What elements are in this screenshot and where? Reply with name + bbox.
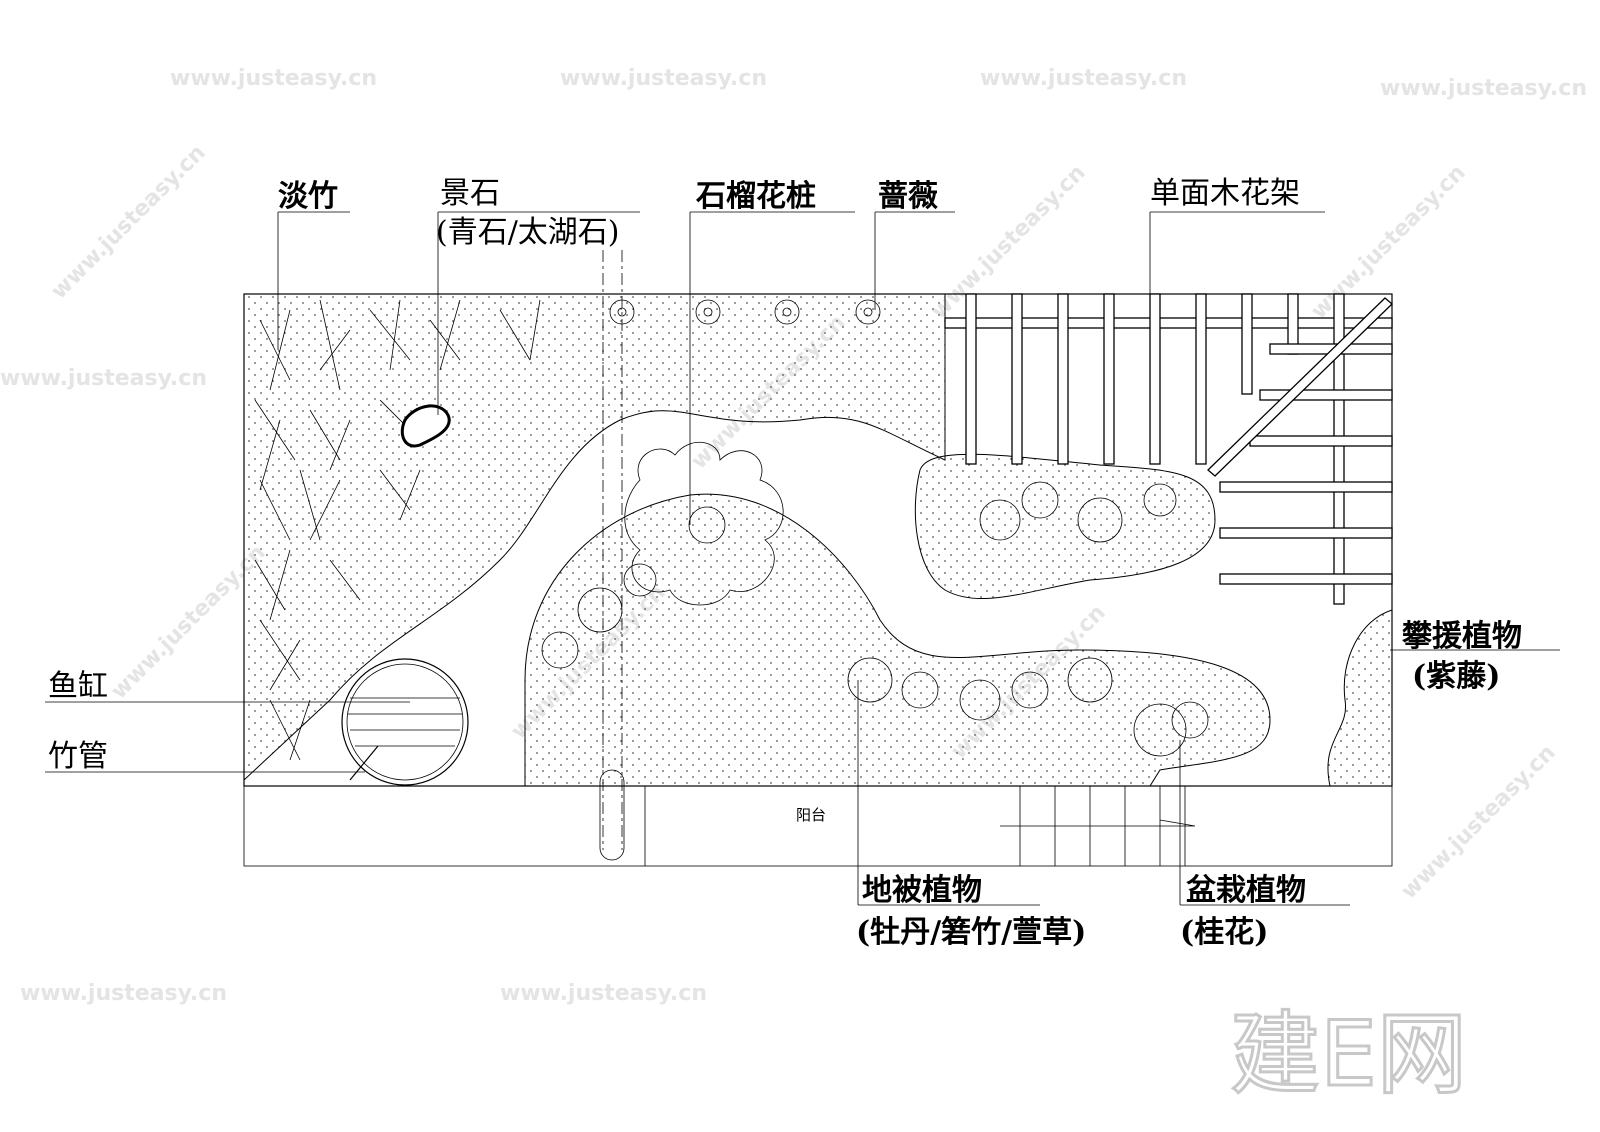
label-potted-detail: (桂花) [1180,915,1268,950]
gravel-area-right [914,453,1216,600]
drain-pipe-end [599,769,625,861]
label-rose: 蔷薇 [878,179,938,214]
label-bamboo-pipe: 竹管 [48,739,108,774]
watermark-url: www.justeasy.cn [1307,160,1471,324]
label-climbing-detail: (紫藤) [1412,659,1500,694]
leader-lines [45,211,1560,906]
watermark-url: www.justeasy.cn [500,981,707,1006]
groundcover-shrubs [541,481,1209,757]
fish-tank [341,658,469,786]
label-climbing: 攀援植物 [1402,619,1522,654]
wooden-trellis [944,293,1393,605]
house-edge [243,785,1393,867]
watermark-logo: 建E网 [1230,1002,1467,1107]
gravel-area-mound [524,493,1271,787]
label-potted: 盆栽植物 [1186,873,1306,908]
watermark-url: www.justeasy.cn [170,66,377,91]
balcony-label: 阳台 [796,806,826,824]
watermark-url: www.justeasy.cn [1380,76,1587,101]
watermark-url: www.justeasy.cn [980,66,1187,91]
bamboo-planting [254,299,541,761]
landscape-rock [400,404,451,448]
balcony: 阳台 [644,786,1196,866]
label-bamboo: 淡竹 [278,179,338,214]
watermark-url: www.justeasy.cn [560,66,767,91]
watermark-url: www.justeasy.cn [0,366,207,391]
watermark-url: www.justeasy.cn [47,140,211,304]
watermark-url: www.justeasy.cn [1397,740,1561,904]
label-rock: 景石 [440,176,500,211]
label-pomegranate: 石榴花桩 [695,179,816,214]
drain-pipe-line [602,250,623,850]
gravel-area-corner [1327,609,1393,787]
watermark-url: www.justeasy.cn [20,981,227,1006]
label-groundcover: 地被植物 [862,873,982,908]
label-rock-detail: (青石/太湖石) [436,215,620,250]
pomegranate-tree [624,441,784,606]
label-trellis: 单面木花架 [1150,176,1300,211]
label-fish-tank: 鱼缸 [48,669,108,704]
bamboo-pipe [349,745,379,781]
label-groundcover-detail: (牡丹/箬竹/萱草) [856,915,1086,950]
